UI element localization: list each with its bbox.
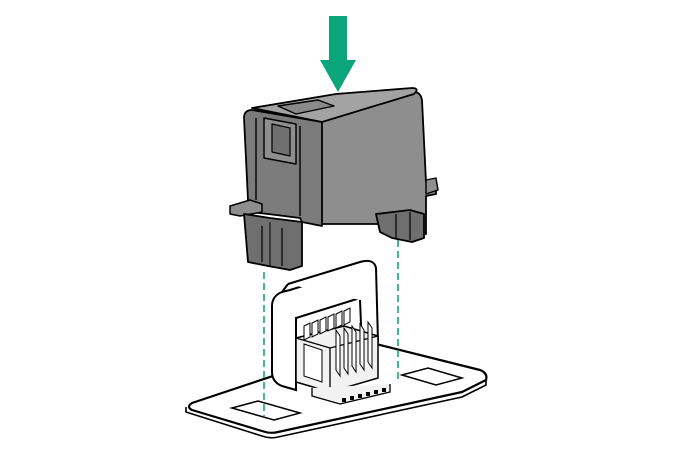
board-slot-left: [229, 400, 303, 421]
down-arrow-icon: [320, 16, 356, 92]
module: [229, 87, 439, 271]
connector-backplate: [271, 259, 379, 392]
connector-bottom-pins: [342, 388, 386, 402]
connector-pins: [303, 307, 373, 378]
board-slot-right: [399, 367, 465, 386]
alignment-guides: [263, 240, 399, 416]
board-connector: [295, 307, 391, 405]
